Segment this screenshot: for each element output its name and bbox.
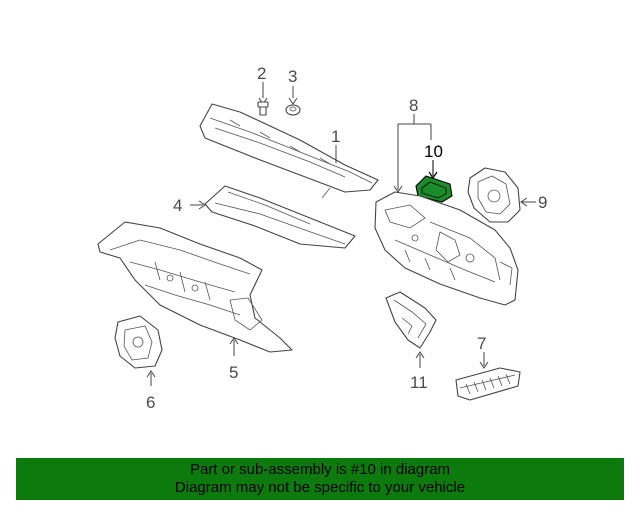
part-2-bolt[interactable] <box>257 82 269 116</box>
part-10-highlighted[interactable] <box>415 160 453 203</box>
callout-9: 9 <box>538 193 547 212</box>
banner-line-1: Part or sub-assembly is #10 in diagram <box>189 461 451 478</box>
part-8-dash-assembly[interactable] <box>374 191 519 306</box>
part-1-cowl-panel[interactable] <box>199 103 379 199</box>
callout-3: 3 <box>288 67 297 86</box>
callout-2: 2 <box>257 64 266 83</box>
part-11-bracket[interactable] <box>385 291 437 368</box>
part-4-cowl-lower[interactable] <box>190 185 356 249</box>
callout-5: 5 <box>229 363 238 382</box>
part-9-side-insulator[interactable] <box>467 167 536 223</box>
callout-8-bracket <box>393 114 432 193</box>
part-5-dash-panel[interactable] <box>97 221 293 356</box>
callout-10: 10 <box>424 142 443 161</box>
part-7-vent-grille[interactable] <box>455 352 521 401</box>
part-6-insulator[interactable] <box>114 315 163 386</box>
callout-11: 11 <box>410 373 428 392</box>
parts-diagram: 2 3 1 4 5 <box>97 64 547 412</box>
banner-line-2: Diagram may not be specific to your vehi… <box>174 479 466 496</box>
callout-6: 6 <box>146 393 155 412</box>
callout-7: 7 <box>477 334 486 353</box>
part-3-grommet[interactable] <box>285 86 301 116</box>
callout-8: 8 <box>409 96 418 115</box>
info-banner: Part or sub-assembly is #10 in diagram D… <box>16 458 624 500</box>
callout-1: 1 <box>331 127 340 146</box>
callout-4: 4 <box>173 196 182 215</box>
